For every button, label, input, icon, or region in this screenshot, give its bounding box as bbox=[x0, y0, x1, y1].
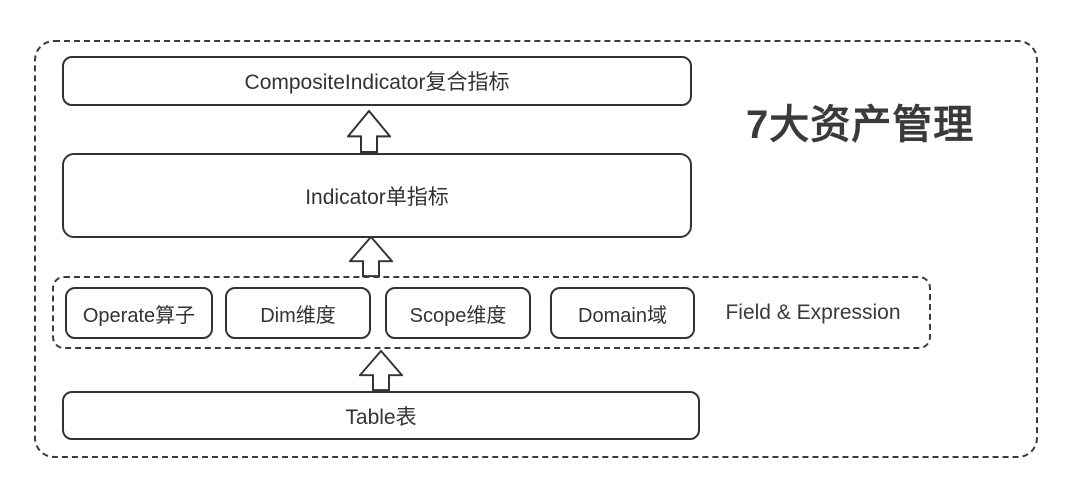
diagram-title: 7大资产管理 bbox=[746, 103, 975, 147]
field-expression-label: Field & Expression bbox=[725, 300, 901, 324]
indicator-box: Indicator单指标 bbox=[62, 153, 692, 238]
composite-indicator-label: CompositeIndicator复合指标 bbox=[244, 71, 510, 94]
dim-label: Dim维度 bbox=[260, 304, 336, 327]
up-arrow-icon bbox=[359, 350, 403, 391]
scope-box: Scope维度 bbox=[385, 287, 531, 339]
operate-label: Operate算子 bbox=[82, 304, 196, 327]
composite-indicator-box: CompositeIndicator复合指标 bbox=[62, 56, 692, 106]
table-box: Table表 bbox=[62, 391, 700, 440]
outer-dashed-frame bbox=[34, 40, 1038, 458]
indicator-label: Indicator单指标 bbox=[305, 185, 449, 209]
field-expression-group: Operate算子 Dim维度 Scope维度 Domain域 Field & … bbox=[52, 276, 931, 349]
up-arrow-icon bbox=[347, 110, 391, 153]
operate-box: Operate算子 bbox=[65, 287, 213, 339]
domain-label: Domain域 bbox=[578, 304, 667, 327]
dim-box: Dim维度 bbox=[225, 287, 371, 339]
up-arrow-icon bbox=[349, 236, 393, 277]
domain-box: Domain域 bbox=[550, 287, 695, 339]
scope-label: Scope维度 bbox=[409, 304, 507, 327]
table-label: Table表 bbox=[345, 405, 417, 429]
